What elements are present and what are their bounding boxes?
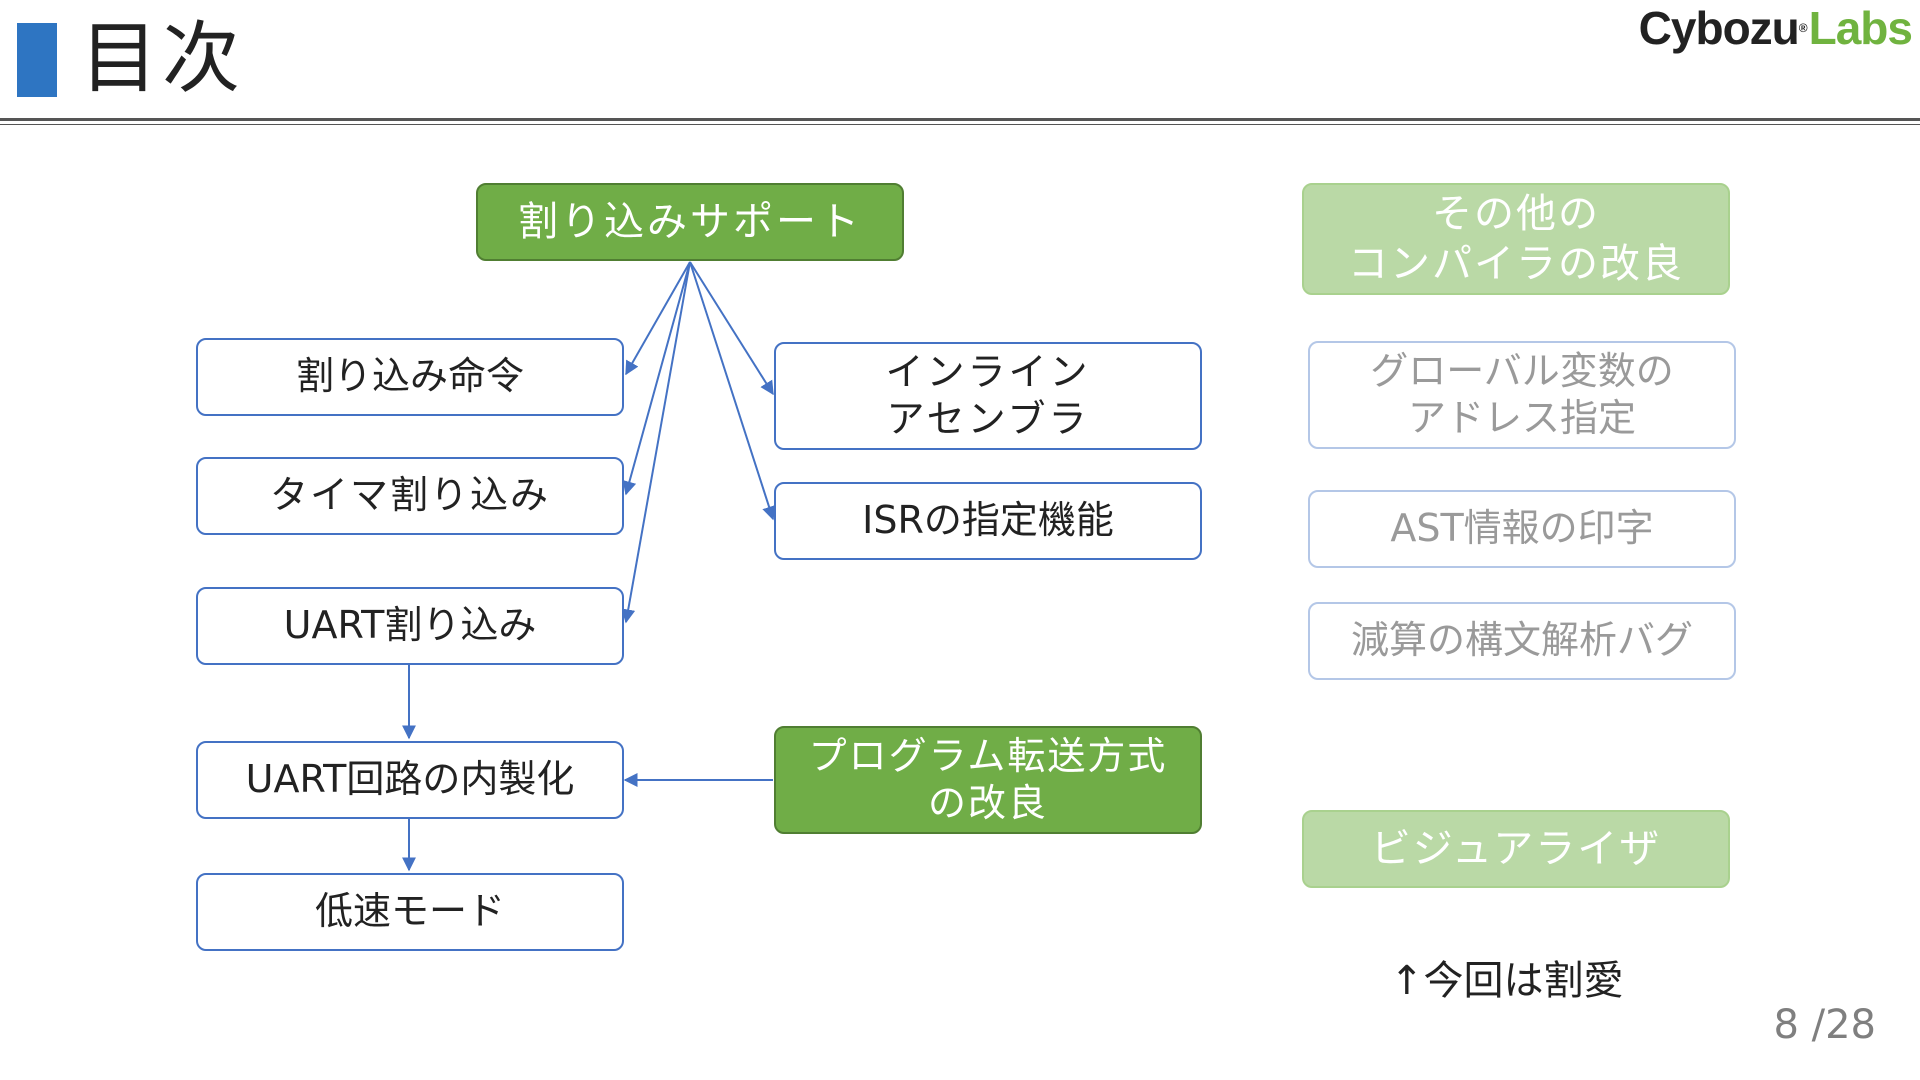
- node-inline-assembler-label: インライン アセンブラ: [885, 349, 1091, 442]
- arrow-support-to-timer-interrupt: [622, 261, 691, 496]
- node-interrupt-instruction: 割り込み命令: [196, 338, 624, 416]
- logo-registered-mark: ®: [1798, 21, 1808, 35]
- logo-secondary-text: Labs: [1808, 2, 1913, 54]
- node-global-var-address: グローバル変数の アドレス指定: [1308, 341, 1736, 449]
- node-other-compiler-improvements: その他の コンパイラの改良: [1302, 183, 1730, 295]
- node-visualizer: ビジュアライザ: [1302, 810, 1730, 888]
- node-interrupt-support: 割り込みサポート: [476, 183, 904, 261]
- arrow-support-to-interrupt-instruction: [625, 261, 691, 376]
- node-global-var-address-label: グローバル変数の アドレス指定: [1370, 348, 1674, 441]
- node-isr-designation: ISRの指定機能: [774, 482, 1202, 560]
- header-rule-thin: [0, 124, 1920, 125]
- node-interrupt-instruction-label: 割り込み命令: [295, 354, 524, 399]
- node-interrupt-support-label: 割り込みサポート: [518, 199, 862, 245]
- node-isr-designation-label: ISRの指定機能: [862, 498, 1114, 543]
- node-low-speed-mode-label: 低速モード: [314, 889, 505, 934]
- page-number: 8 /28: [1773, 1002, 1876, 1048]
- arrow-support-to-uart-interrupt: [621, 261, 691, 624]
- node-uart-interrupt-label: UART割り込み: [283, 603, 537, 648]
- arrow-support-to-inline-assembler: [689, 261, 774, 396]
- node-subtraction-bug: 減算の構文解析バグ: [1308, 602, 1736, 680]
- logo-primary-text: Cybozu: [1638, 2, 1800, 54]
- node-subtraction-bug-label: 減算の構文解析バグ: [1350, 618, 1693, 663]
- cybozu-labs-logo: Cybozu®Labs: [1638, 0, 1913, 56]
- page-title: 目次: [80, 14, 245, 104]
- node-other-compiler-label: その他の コンパイラの改良: [1348, 191, 1684, 287]
- arrow-support-to-isr-designation: [689, 261, 776, 521]
- node-timer-interrupt: タイマ割り込み: [196, 457, 624, 535]
- header-rule-thick: [0, 118, 1920, 121]
- node-inline-assembler: インライン アセンブラ: [774, 342, 1202, 450]
- node-uart-interrupt: UART割り込み: [196, 587, 624, 665]
- title-accent-bar: [17, 23, 57, 97]
- node-ast-print: AST情報の印字: [1308, 490, 1736, 568]
- node-ast-print-label: AST情報の印字: [1390, 506, 1654, 551]
- node-uart-circuit-label: UART回路の内製化: [245, 757, 575, 802]
- node-low-speed-mode: 低速モード: [196, 873, 624, 951]
- node-timer-interrupt-label: タイマ割り込み: [269, 473, 550, 518]
- node-program-transfer: プログラム転送方式 の改良: [774, 726, 1202, 834]
- node-visualizer-label: ビジュアライザ: [1370, 826, 1662, 872]
- node-uart-circuit: UART回路の内製化: [196, 741, 624, 819]
- node-program-transfer-label: プログラム転送方式 の改良: [808, 733, 1168, 826]
- skipped-note: ↑今回は割愛: [1390, 958, 1624, 1004]
